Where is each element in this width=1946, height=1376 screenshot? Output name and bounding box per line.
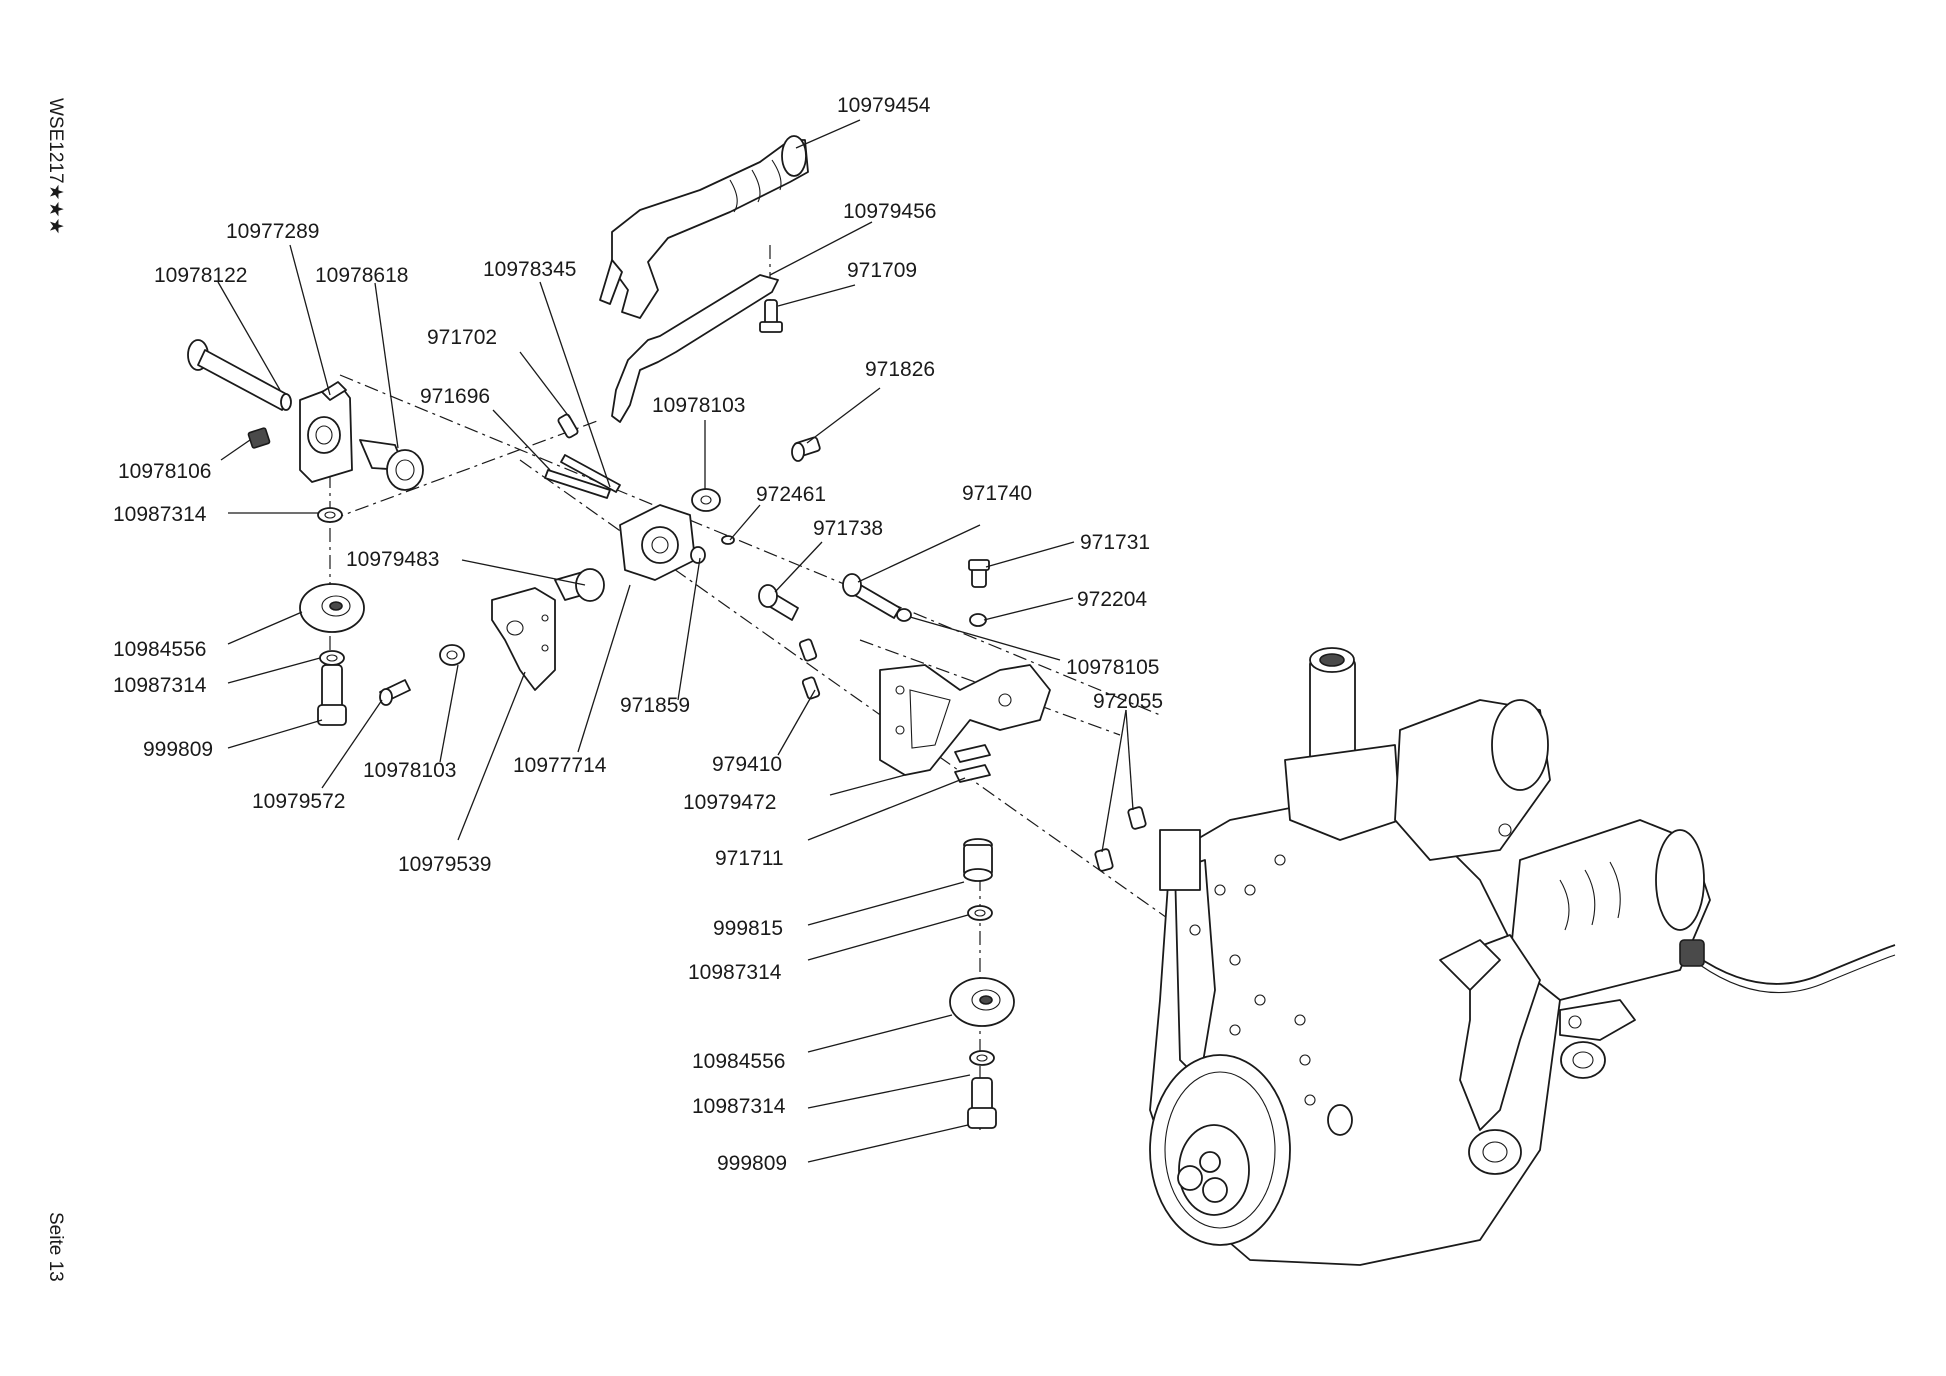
eccentric-bushing	[554, 568, 605, 602]
part-label: 972204	[1077, 588, 1147, 611]
part-label: 10977289	[226, 220, 319, 243]
long-screws	[544, 454, 621, 499]
washer-left-top	[317, 507, 343, 523]
bracket-bolts	[954, 744, 991, 783]
part-label: 10978345	[483, 258, 576, 281]
part-label: 10979456	[843, 200, 936, 223]
washer-left-bottom	[319, 650, 345, 666]
part-label: 10978122	[154, 264, 247, 287]
part-label: 971731	[1080, 531, 1150, 554]
dowel-pins-center	[798, 638, 821, 700]
cable	[1679, 939, 1896, 994]
part-label: 10978103	[363, 759, 456, 782]
handle-screw	[759, 299, 783, 333]
part-label: 10978103	[652, 394, 745, 417]
side-lever-right	[1559, 999, 1636, 1041]
clamp-block	[299, 381, 353, 483]
part-labels: 10979454 10979456 971709 10977289 109781…	[113, 94, 1163, 1175]
wheel-right-1	[1468, 1129, 1522, 1175]
wheel-right-2	[1560, 1041, 1606, 1079]
nut-center	[690, 546, 706, 564]
small-screw-left	[379, 679, 411, 706]
part-label: 971826	[865, 358, 935, 381]
part-label: 10987314	[688, 961, 782, 984]
part-label: 10978618	[315, 264, 408, 287]
part-label: 972055	[1093, 690, 1163, 713]
part-label: 10984556	[692, 1050, 785, 1073]
part-label: 972461	[756, 483, 826, 506]
part-label: 979410	[712, 753, 782, 776]
shoulder-bolt-center	[967, 1077, 997, 1129]
machine-column	[1284, 647, 1401, 841]
handle-lever	[611, 274, 779, 423]
part-label: 10987314	[113, 674, 207, 697]
center-block	[619, 504, 696, 581]
leader-lines	[217, 119, 1134, 1163]
part-label: 10979472	[683, 791, 776, 814]
bushing-999815	[963, 838, 993, 882]
part-label: 999809	[143, 738, 213, 761]
part-label: 10984556	[113, 638, 206, 661]
doc-code: WSE1217★★★	[45, 98, 66, 235]
part-label: 10977714	[513, 754, 607, 777]
dowel-pins-right	[1094, 806, 1147, 872]
washer-center-lower-1	[967, 905, 993, 921]
small-pin	[557, 413, 579, 439]
part-label: 971696	[420, 385, 490, 408]
lever-plate	[491, 587, 556, 691]
part-label: 971738	[813, 517, 883, 540]
set-screw	[247, 427, 271, 449]
handle-grip	[599, 135, 809, 319]
part-label: 971740	[962, 482, 1032, 505]
washer-center-lower-2	[969, 1050, 995, 1066]
part-label: 10987314	[113, 503, 207, 526]
roller-center	[949, 977, 1015, 1027]
drive-arm-right	[1439, 934, 1541, 1131]
part-label: 971709	[847, 259, 917, 282]
part-label: 971859	[620, 694, 690, 717]
motor-lower	[1509, 819, 1711, 1001]
part-label: 10978106	[118, 460, 211, 483]
part-label: 10979483	[346, 548, 439, 571]
part-label: 971702	[427, 326, 497, 349]
bolt-971826	[791, 436, 821, 462]
washers-right	[896, 608, 987, 627]
part-label: 10979454	[837, 94, 931, 117]
cap-screws-center	[758, 573, 901, 621]
shoulder-bolt-left	[317, 664, 347, 726]
part-label: 10979539	[398, 853, 491, 876]
motor-upper	[1394, 699, 1551, 861]
part-label: 971711	[715, 847, 784, 870]
part-label: 999809	[717, 1152, 787, 1175]
pin-shaft	[187, 339, 292, 411]
screw-971731	[968, 559, 990, 588]
roller-left	[299, 583, 365, 633]
part-label: 10987314	[692, 1095, 786, 1118]
part-label: 10979572	[252, 790, 345, 813]
page-number: Seite 13	[45, 1212, 66, 1282]
spindle-bushing	[359, 439, 424, 491]
washer-center	[691, 488, 721, 512]
part-label: 10978105	[1066, 656, 1159, 679]
washer-left-mid	[439, 644, 465, 666]
part-label: 999815	[713, 917, 783, 940]
